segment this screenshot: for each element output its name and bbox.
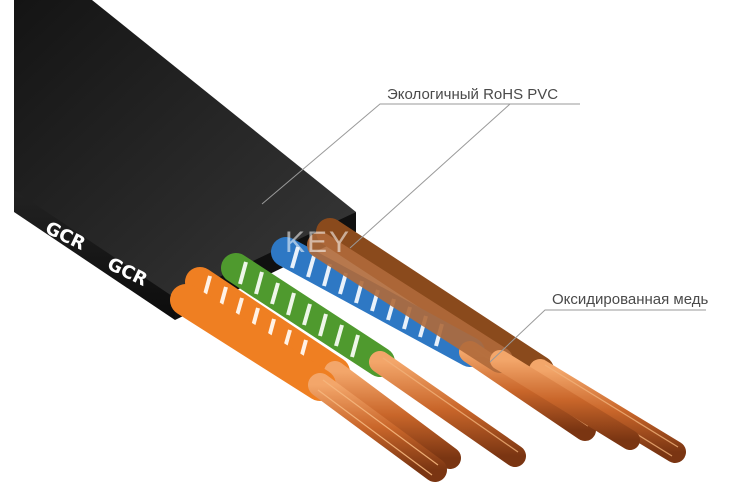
insulation-leader-line (261, 103, 580, 205)
insulation-leader-line-2 (349, 103, 511, 249)
wire-brown-white (307, 232, 640, 450)
wire-orange-white (185, 267, 461, 469)
callout-lines (261, 103, 706, 363)
insulation-callout-label: Экологичный RoHS PVC (387, 86, 559, 103)
watermark-text: KEY (285, 226, 352, 259)
conductor-leader-line (489, 309, 706, 363)
wire-green-white (221, 253, 526, 467)
wire-orange (170, 284, 447, 482)
conductor-callout-label: Оксидированная медь (552, 291, 709, 308)
